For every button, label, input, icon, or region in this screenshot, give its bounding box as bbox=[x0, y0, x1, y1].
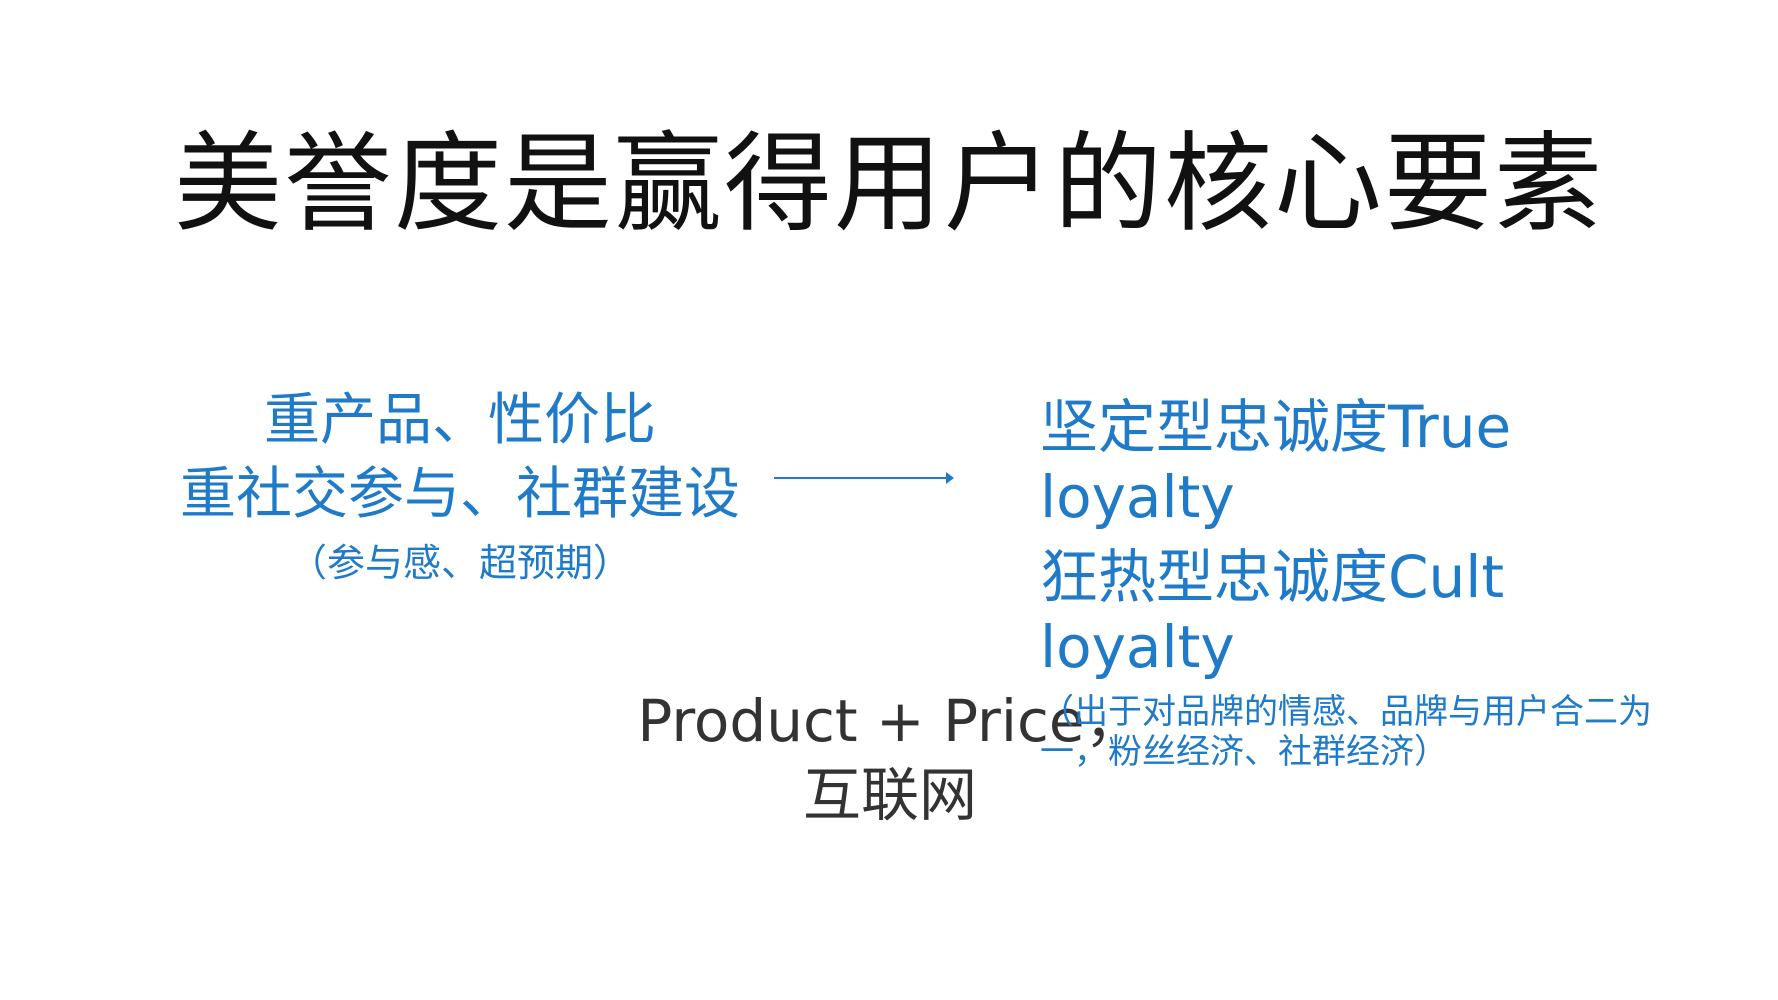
right-note: （出于对品牌的情感、品牌与用户合二为一，粉丝经济、社群经济） bbox=[1040, 692, 1652, 772]
left-line-product-price: 重产品、性价比 bbox=[264, 388, 656, 453]
right-arrow-icon bbox=[774, 472, 954, 484]
right-item-cult-loyalty: 狂热型忠诚度Cult loyalty bbox=[1040, 543, 1505, 681]
right-text-block: 坚定型忠诚度True loyalty 狂热型忠诚度Cult loyalty bbox=[1040, 392, 1740, 682]
bottom-text: Product + Price，互联网 bbox=[637, 687, 1143, 829]
left-text-block: 重产品、性价比 重社交参与、社群建设 （参与感、超预期） bbox=[90, 384, 830, 590]
left-line-social-community: 重社交参与、社群建设 bbox=[180, 462, 740, 527]
slide-title: 美誉度是赢得用户的核心要素 bbox=[173, 122, 1604, 247]
right-item-true-loyalty: 坚定型忠诚度True loyalty bbox=[1040, 393, 1512, 531]
left-note: （参与感、超预期） bbox=[288, 541, 631, 585]
